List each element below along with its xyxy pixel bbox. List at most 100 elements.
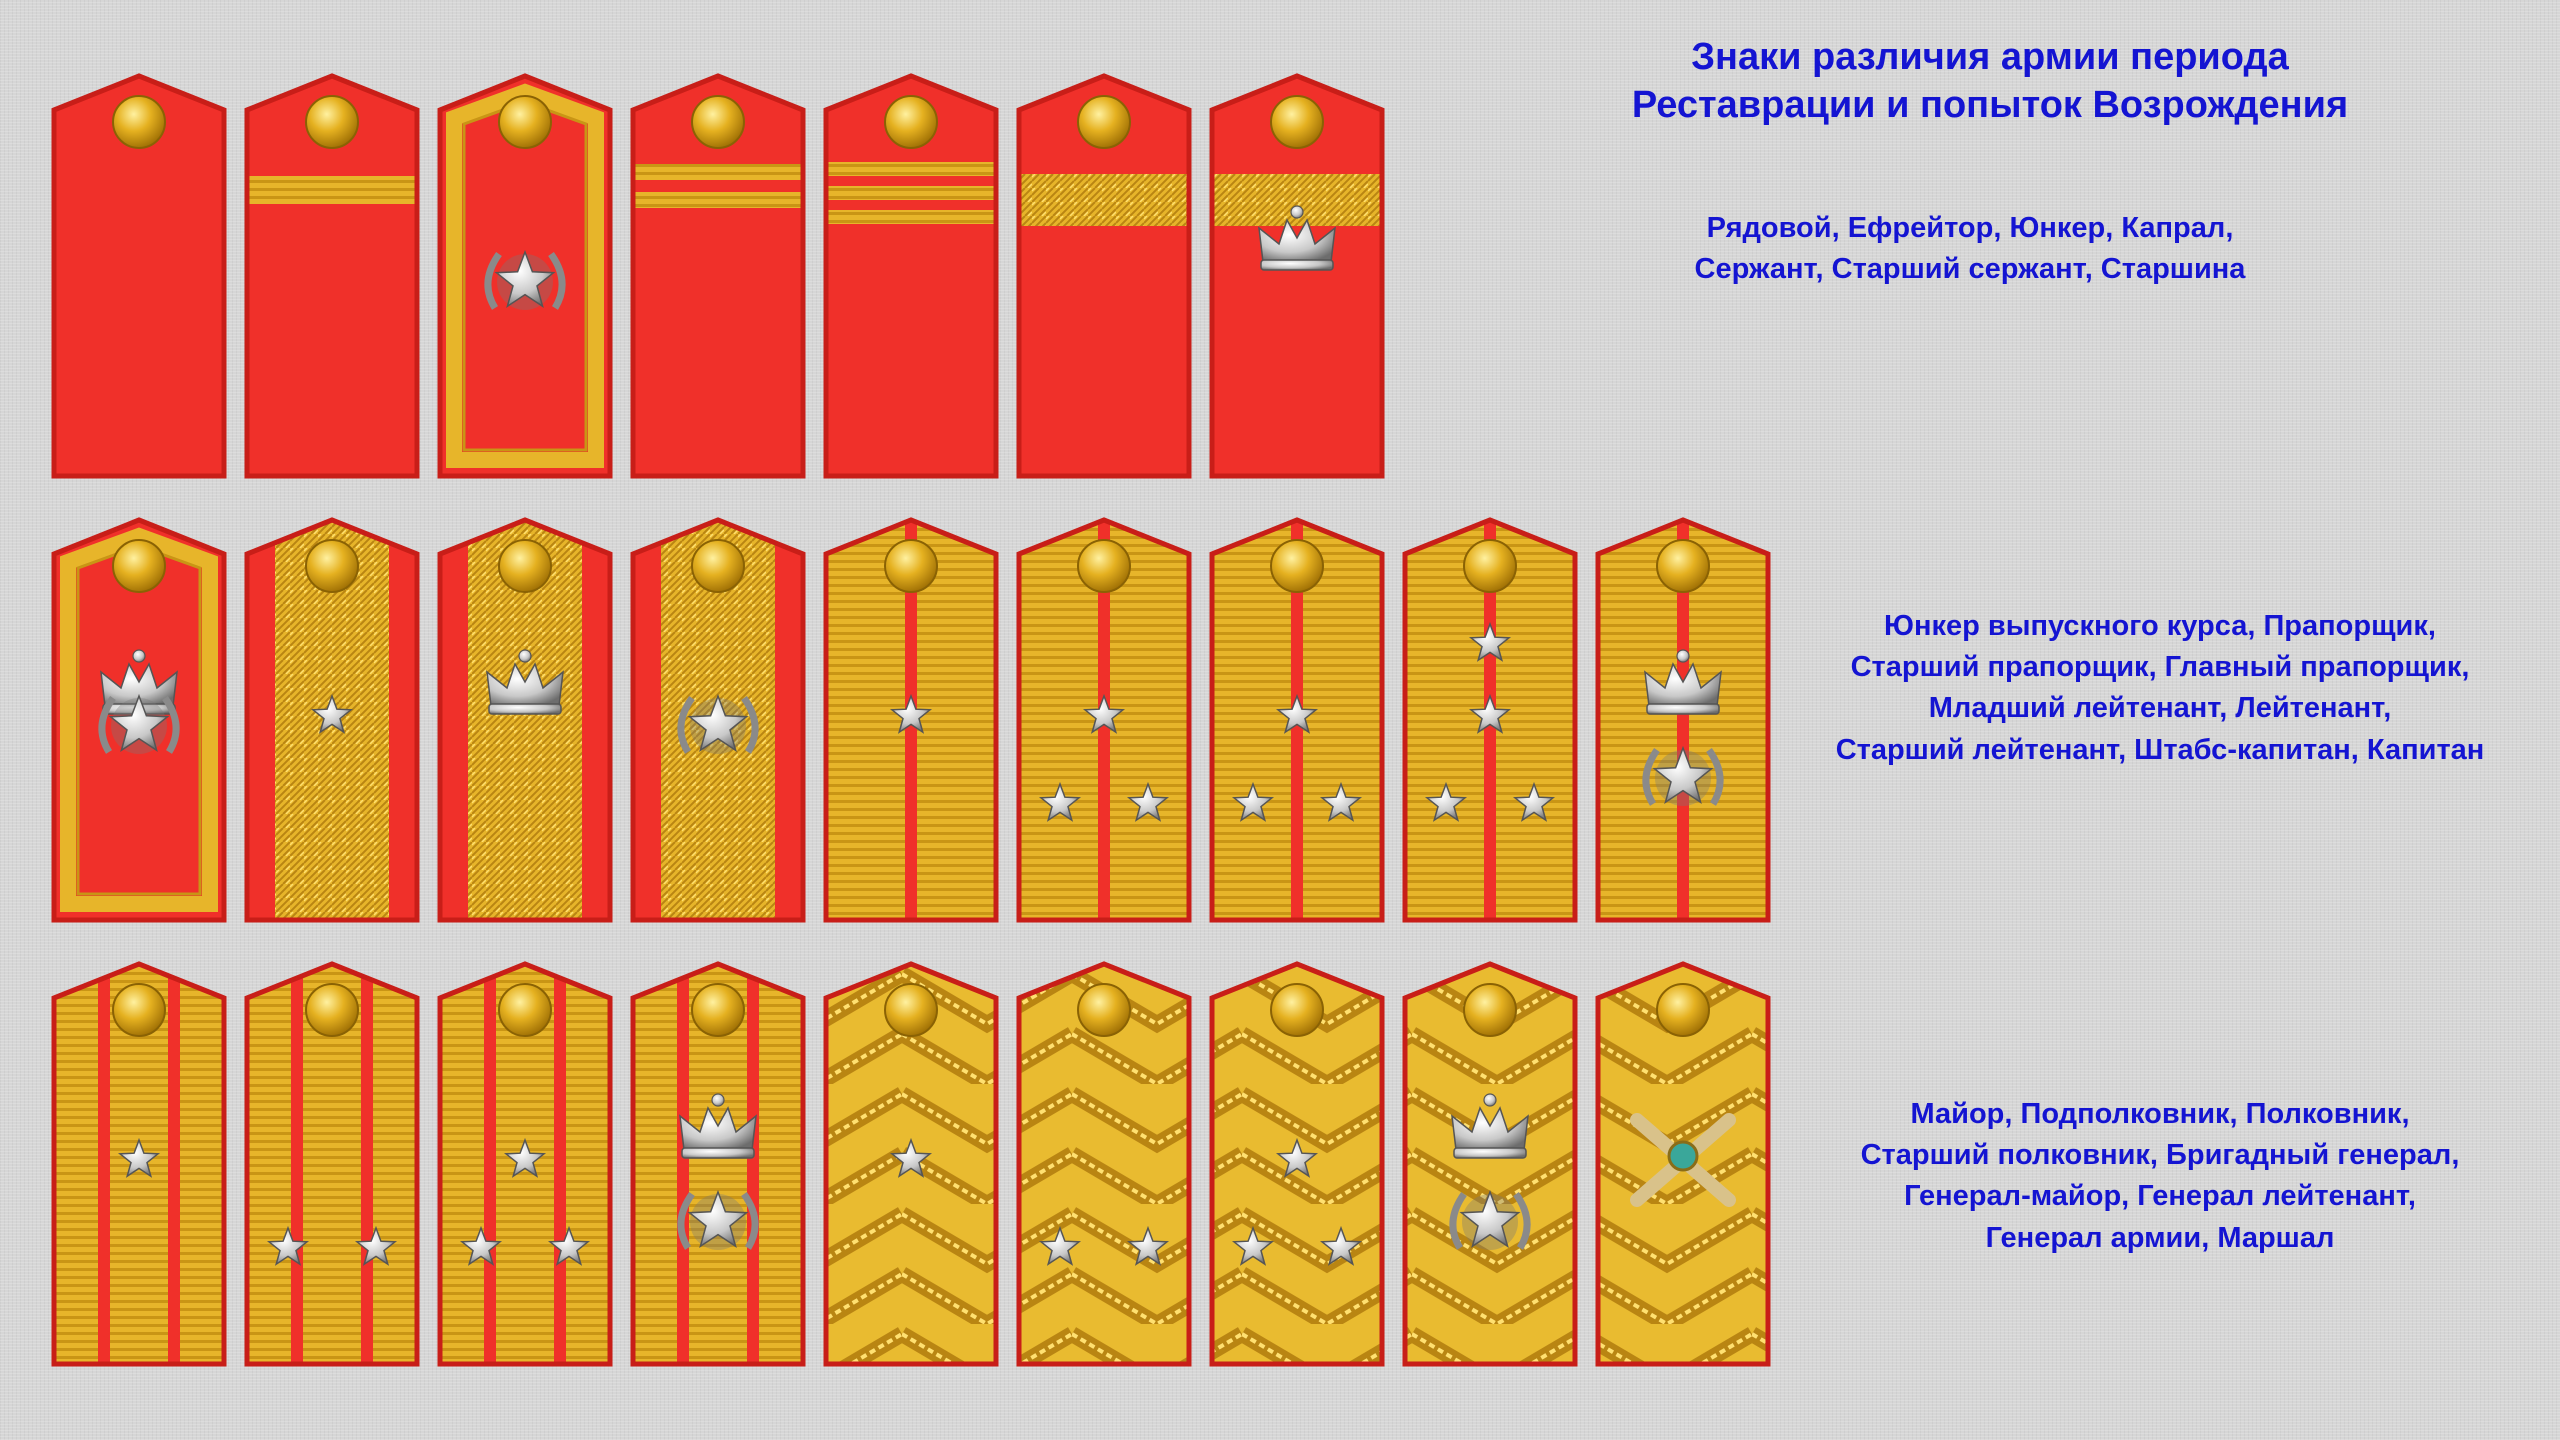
- shoulder-board: [1016, 517, 1192, 923]
- board-edge: [437, 961, 613, 1367]
- wreath-star-insignia: [1642, 745, 1724, 806]
- board-edge: [1016, 73, 1192, 479]
- board-button: [1656, 983, 1710, 1037]
- board-edge: [823, 517, 999, 923]
- stripe-band: [247, 176, 417, 204]
- stripe-band: [826, 210, 996, 224]
- board-field: [1019, 964, 1189, 1364]
- star-insignia: [1038, 781, 1082, 822]
- board-edge: [51, 961, 227, 1367]
- shoulder-board: [1209, 517, 1385, 923]
- board-edge: [630, 73, 806, 479]
- enlisted-shoulder-boards-row: [51, 73, 1385, 479]
- gap-stripe: [484, 964, 496, 1364]
- shoulder-board: [244, 517, 420, 923]
- shoulder-board: [1595, 517, 1771, 923]
- board-button: [1270, 539, 1324, 593]
- board-edge: [244, 961, 420, 1367]
- star-insignia: [547, 1225, 591, 1266]
- board-button: [498, 539, 552, 593]
- stripe-band: [633, 164, 803, 180]
- border-lace: [446, 83, 604, 468]
- shoulder-board: [51, 517, 227, 923]
- board-button: [691, 539, 745, 593]
- wreath-star-insignia: [484, 249, 566, 310]
- star-insignia: [1126, 781, 1170, 822]
- wreath-star-insignia: [98, 693, 180, 754]
- gap-stripe: [168, 964, 180, 1364]
- board-edge: [823, 73, 999, 479]
- star-insignia: [354, 1225, 398, 1266]
- board-field: [1405, 964, 1575, 1364]
- star-insignia: [687, 1189, 749, 1249]
- board-button: [1463, 983, 1517, 1037]
- crown-insignia: [679, 1093, 757, 1159]
- group-2-caption-line: Юнкер выпускного курса, Прапорщик,: [1884, 610, 2436, 642]
- star-insignia: [1126, 1225, 1170, 1266]
- board-edge: [823, 961, 999, 1367]
- border-lace: [60, 527, 218, 912]
- board-edge: [1595, 961, 1771, 1367]
- board-edge: [1209, 517, 1385, 923]
- star-insignia: [503, 1137, 547, 1178]
- shoulder-board: [630, 961, 806, 1367]
- board-button: [1077, 95, 1131, 149]
- gap-stripe: [98, 964, 110, 1364]
- group-3-caption-line: Старший полковник, Бригадный генерал,: [1860, 1139, 2460, 1172]
- board-edge: [1402, 961, 1578, 1367]
- board-edge: [244, 517, 420, 923]
- page-title-line-1: Знаки различия армии периода: [1691, 36, 2289, 78]
- board-field: [633, 964, 803, 1364]
- group-3-caption-line: Генерал-майор, Генерал лейтенант,: [1904, 1180, 2416, 1213]
- group-3-caption: Майор, Подполковник, Полковник, Старший …: [1760, 1094, 2560, 1259]
- page-title: Знаки различия армии периода Реставрации…: [1520, 34, 2460, 129]
- star-insignia: [889, 693, 933, 734]
- board-edge: [1402, 517, 1578, 923]
- star-insignia: [1082, 693, 1126, 734]
- board-edge: [51, 73, 227, 479]
- board-edge: [630, 961, 806, 1367]
- board-button: [498, 983, 552, 1037]
- wreath-star-insignia: [1449, 1189, 1531, 1250]
- shoulder-board: [823, 517, 999, 923]
- page-title-line-2: Реставрации и попыток Возрождения: [1631, 83, 2349, 126]
- wreath-star-insignia: [677, 1189, 759, 1250]
- border-lace-inner: [462, 100, 588, 452]
- crossed-batons-insignia: [1630, 1113, 1736, 1207]
- board-edge: [437, 517, 613, 923]
- board-button: [1077, 539, 1131, 593]
- board-edge: [1016, 961, 1192, 1367]
- star-insignia: [1231, 1225, 1275, 1266]
- star-insignia: [1319, 781, 1363, 822]
- board-button: [498, 95, 552, 149]
- board-field: [54, 76, 224, 476]
- board-edge: [1209, 73, 1385, 479]
- board-edge: [1209, 961, 1385, 1367]
- stripe-band: [826, 186, 996, 200]
- board-edge: [437, 73, 613, 479]
- board-edge: [1016, 517, 1192, 923]
- group-3-caption-line: Генерал армии, Маршал: [1985, 1221, 2335, 1254]
- board-button: [305, 95, 359, 149]
- stripe-galloon: [1019, 174, 1189, 226]
- gap-stripe: [747, 964, 759, 1364]
- shoulder-board: [51, 73, 227, 479]
- board-button: [884, 539, 938, 593]
- star-insignia: [1468, 693, 1512, 734]
- border-lace-inner: [76, 544, 202, 896]
- board-button: [1463, 539, 1517, 593]
- star-insignia: [310, 693, 354, 734]
- shoulder-board: [437, 961, 613, 1367]
- shoulder-board: [823, 73, 999, 479]
- crown-insignia: [486, 649, 564, 715]
- shoulder-board: [1209, 73, 1385, 479]
- group-2-caption-line: Старший прапорщик, Главный прапорщик,: [1850, 651, 2470, 684]
- shoulder-board: [1402, 961, 1578, 1367]
- board-button: [112, 95, 166, 149]
- board-edge: [630, 517, 806, 923]
- star-insignia: [1424, 781, 1468, 822]
- board-field: [247, 964, 417, 1364]
- star-insignia: [687, 693, 749, 753]
- shoulder-board: [1016, 961, 1192, 1367]
- board-button: [305, 539, 359, 593]
